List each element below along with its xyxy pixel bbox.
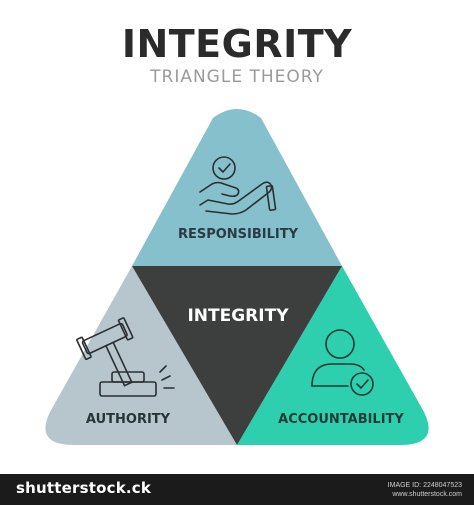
- integrity-center-label: INTEGRITY: [187, 306, 289, 326]
- authority-label: AUTHORITY: [85, 412, 171, 427]
- page-subtitle: TRIANGLE THEORY: [150, 67, 324, 87]
- responsibility-label: RESPONSIBILITY: [177, 227, 299, 242]
- integrity-center-segment: [132, 266, 342, 445]
- page-title: INTEGRITY: [121, 22, 353, 66]
- image-id-text: IMAGE ID: 2248047523: [387, 482, 462, 489]
- footer-bar: shutterstock.ck IMAGE ID: 2248047523 www…: [0, 474, 474, 505]
- person-checkmark-icon: [311, 329, 374, 396]
- shutterstock-logo[interactable]: shutterstock.ck: [16, 479, 152, 497]
- gavel-icon: [76, 317, 175, 397]
- authority-segment: [45, 266, 237, 445]
- hand-checkmark-icon: [199, 156, 277, 215]
- site-url[interactable]: www.shutterstock.com: [392, 491, 462, 498]
- responsibility-segment: [132, 109, 342, 266]
- accountability-label: ACCOUNTABILITY: [278, 412, 404, 427]
